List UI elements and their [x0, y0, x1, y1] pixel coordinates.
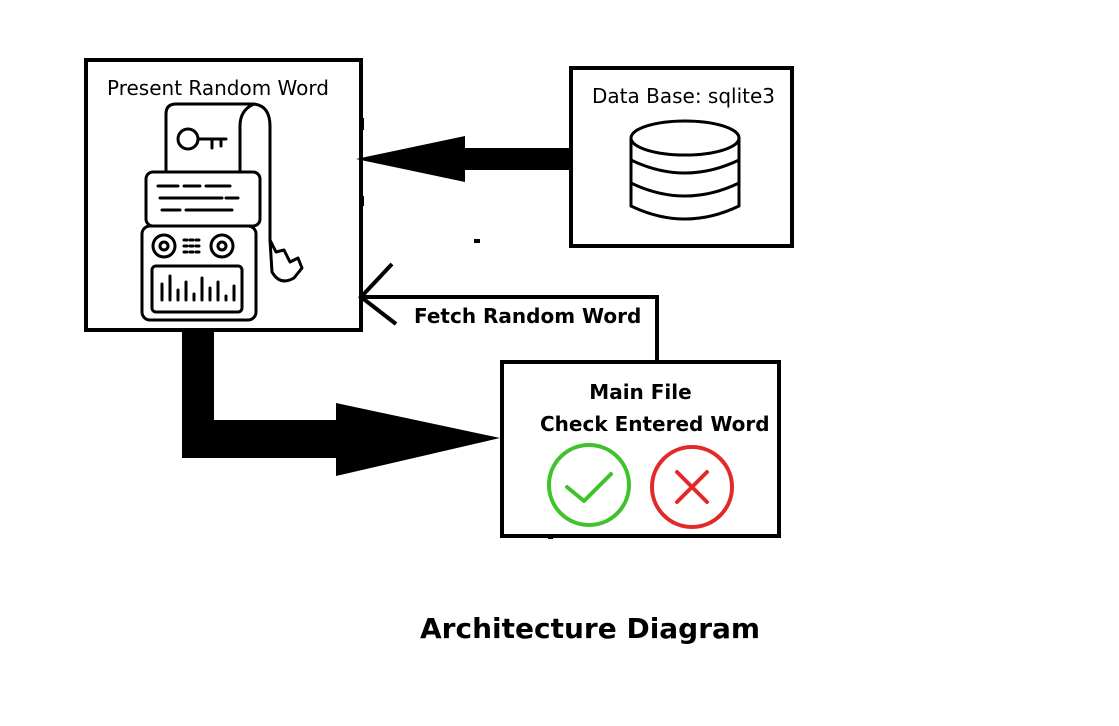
node-main-file — [500, 360, 781, 538]
node-random-word — [84, 58, 363, 332]
random-word-machine-icon — [140, 102, 304, 322]
cross-circle-icon — [650, 445, 734, 529]
database-label: Data Base: sqlite3 — [592, 84, 776, 108]
edge-random-word-to-main — [182, 332, 500, 476]
database-icon — [629, 119, 741, 221]
fetch-edge-label: Fetch Random Word — [414, 304, 642, 328]
node-database — [569, 66, 794, 248]
check-word-label: Check Entered Word — [540, 412, 770, 436]
diagram-title: Architecture Diagram — [420, 612, 761, 645]
stray-mark — [474, 239, 480, 243]
edge-database-to-random-word — [356, 136, 570, 182]
check-circle-icon — [547, 443, 631, 527]
main-file-label: Main File — [589, 380, 692, 404]
random-word-label: Present Random Word — [107, 76, 329, 100]
